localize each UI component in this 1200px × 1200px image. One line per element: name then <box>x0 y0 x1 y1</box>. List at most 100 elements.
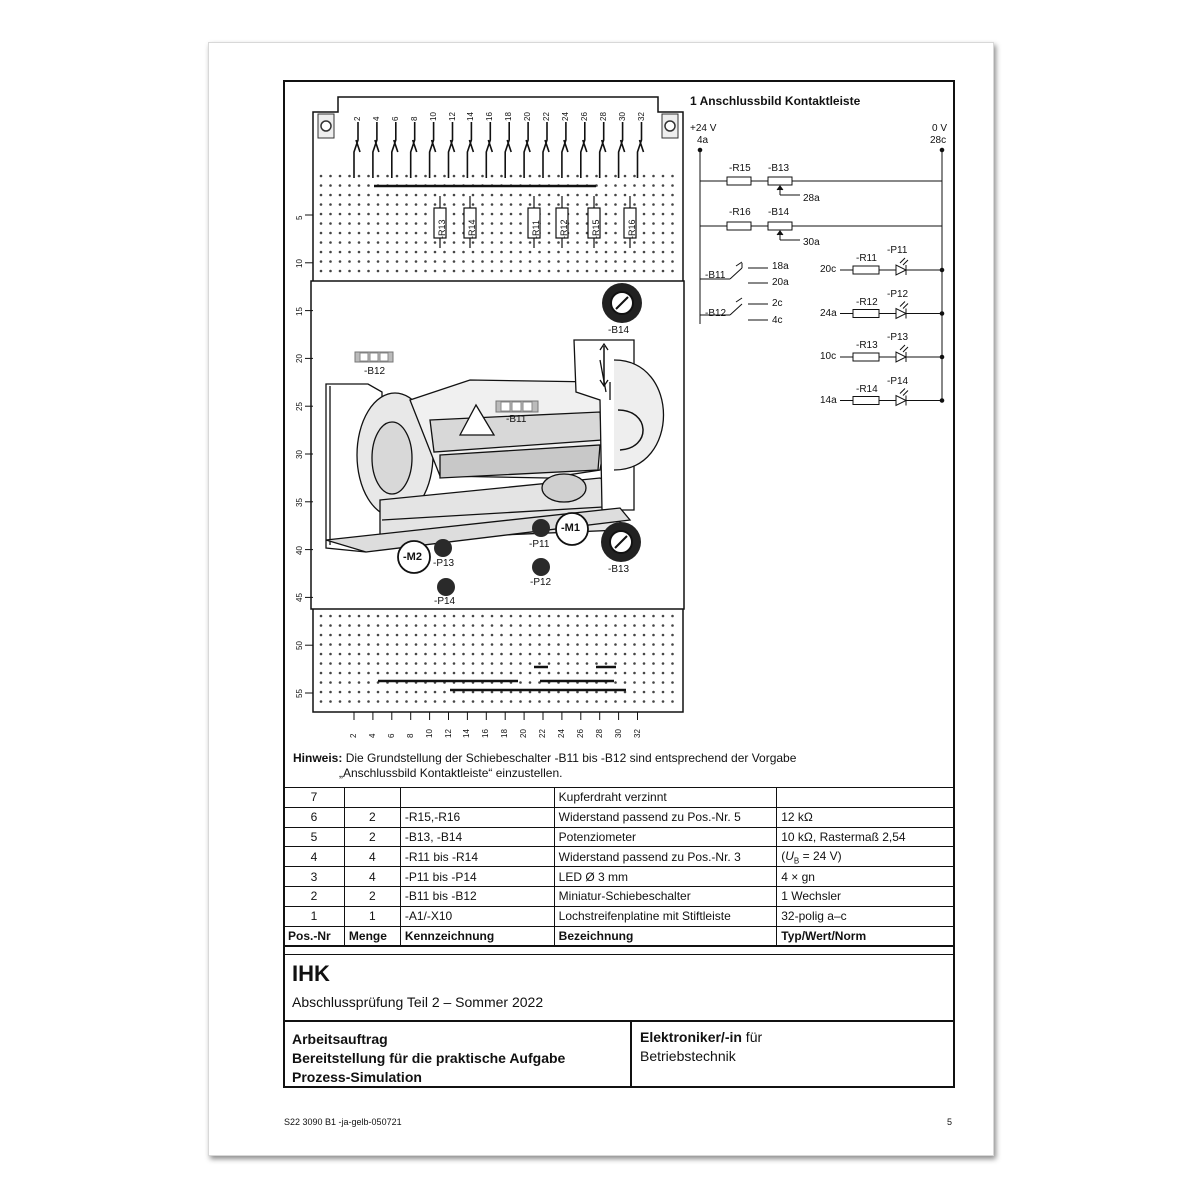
table-cell: Bezeichnung <box>553 925 778 947</box>
row-label: 25 <box>295 402 304 412</box>
column-label-top: 22 <box>542 112 551 121</box>
table-cell: -R11 bis -R14 <box>399 846 555 868</box>
table-cell: -B11 bis -B12 <box>399 885 555 907</box>
table-cell: -P11 bis -P14 <box>399 866 555 887</box>
job-block: Elektroniker/-in für Betriebstechnik <box>640 1028 762 1066</box>
table-cell: 2 <box>283 885 345 907</box>
connector-pins <box>353 122 645 178</box>
switch-b12 <box>354 351 394 363</box>
resistor-label: -R14 <box>467 219 477 239</box>
label-b12: -B12 <box>364 366 386 377</box>
note-label: Hinweis: <box>293 751 343 765</box>
task-line-1: Arbeitsauftrag <box>292 1031 388 1047</box>
table-cell: Kennzeichnung <box>399 925 555 947</box>
connector-pin <box>353 122 361 178</box>
resistor-label: -R12 <box>559 219 569 239</box>
table-cell: 32-polig a–c <box>776 905 955 927</box>
table-cell: 4 × gn <box>776 866 955 887</box>
job-suffix: für <box>741 1029 763 1045</box>
schematic-pin-20a: 20a <box>772 277 789 288</box>
schematic-pin-18a: 18a <box>772 261 789 272</box>
table-cell: 1 Wechsler <box>776 885 955 907</box>
switch-b11 <box>495 400 539 413</box>
table-cell: Menge <box>343 925 401 947</box>
schematic-pin-4c: 4c <box>772 315 783 326</box>
supply-negative-pin: 28c <box>930 135 947 146</box>
divider <box>283 954 955 955</box>
column-label-top: 18 <box>504 112 514 121</box>
connector-pin <box>580 122 588 178</box>
diagram-title: 1 Anschlussbild Kontaktleiste <box>690 94 861 108</box>
column-label-top: 14 <box>466 112 476 121</box>
schematic-led-pin: 10c <box>820 351 837 362</box>
led-p11 <box>532 519 550 537</box>
hole-grid-bottom <box>319 614 674 703</box>
task-block: Arbeitsauftrag Bereitstellung für die pr… <box>292 1030 565 1087</box>
connector-pin <box>504 122 512 178</box>
table-cell: 3 <box>283 866 345 887</box>
table-cell: Pos.-Nr <box>283 925 345 947</box>
label-p14: -P14 <box>434 596 456 607</box>
schematic-r16: -R16 <box>729 207 751 218</box>
table-cell: 2 <box>343 826 401 848</box>
column-label-top: 32 <box>636 112 646 121</box>
footer-code: S22 3090 B1 -ja-gelb-050721 <box>284 1117 402 1127</box>
schematic-pin-30a: 30a <box>803 237 820 248</box>
column-label-top: 10 <box>428 112 438 121</box>
row-label: 5 <box>295 215 304 220</box>
table-cell: 5 <box>283 826 345 848</box>
schematic-led-pin: 20c <box>820 264 837 275</box>
table-cell <box>776 787 955 808</box>
motor-m1 <box>555 512 589 546</box>
table-cell: 4 <box>283 846 345 868</box>
note-line-2: „Anschlussbild Kontaktleiste“ einzustell… <box>339 766 563 780</box>
connector-pin <box>485 122 494 178</box>
connector-pin <box>372 122 380 178</box>
resistor-label: -R11 <box>531 220 541 239</box>
schematic-pin-2c: 2c <box>772 298 783 309</box>
connector-pin <box>523 122 531 178</box>
label-p13: -P13 <box>433 558 455 569</box>
table-cell: 2 <box>343 806 401 828</box>
led-p14 <box>437 578 455 596</box>
column-label-top: 16 <box>485 112 495 121</box>
schematic-led-resistor: -R12 <box>856 296 878 308</box>
table-cell: 2 <box>343 885 401 907</box>
potentiometer-b13 <box>601 522 641 562</box>
table-cell: Miniatur-Schiebeschalter <box>553 885 778 907</box>
column-label-bottom: 16 <box>481 729 491 738</box>
resistor-label: -R15 <box>591 219 601 239</box>
task-line-3: Prozess-Simulation <box>292 1069 422 1085</box>
mounting-hole <box>664 120 676 132</box>
connector-pin <box>428 122 437 178</box>
column-label-top: 24 <box>560 112 570 121</box>
supply-positive-pin: 4a <box>697 135 709 146</box>
column-label-bottom: 20 <box>519 729 529 738</box>
table-cell: Kupferdraht verzinnt <box>553 787 778 808</box>
table-cell: 4 <box>343 866 401 887</box>
table-cell: -A1/-X10 <box>399 905 555 927</box>
label-m2: -M2 <box>403 551 422 563</box>
potentiometer-b14 <box>602 283 642 323</box>
schematic-led-resistor: -R11 <box>856 253 877 264</box>
column-label-bottom: 2 <box>349 733 358 738</box>
column-label-top: 6 <box>390 116 400 121</box>
table-cell: LED Ø 3 mm <box>553 866 778 887</box>
row-label: 20 <box>295 354 304 364</box>
column-label-bottom: 18 <box>500 729 510 738</box>
note: Hinweis: Die Grundstellung der Schiebesc… <box>293 751 796 781</box>
column-label-bottom: 24 <box>556 729 566 738</box>
table-cell: Widerstand passend zu Pos.-Nr. 3 <box>553 846 778 868</box>
column-label-bottom: 32 <box>632 729 642 738</box>
table-cell: 4 <box>343 846 401 868</box>
table-cell: 1 <box>283 905 345 927</box>
label-m1: -M1 <box>561 522 580 534</box>
